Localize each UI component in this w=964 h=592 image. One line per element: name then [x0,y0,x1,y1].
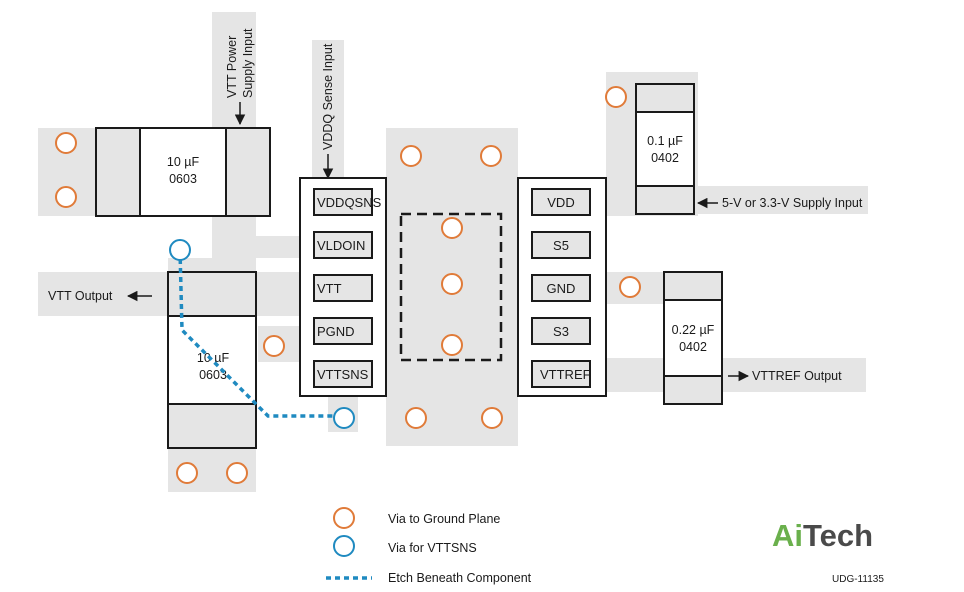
ic-pin-pad [531,317,591,345]
capacitor-c4-value: 0.22 µF [672,323,715,337]
legend-ground-via-icon [333,507,355,529]
figure-code: UDG-11135 [832,574,884,585]
ground-via [480,145,502,167]
ic-pin-pad [531,231,591,259]
ic-pin-gnd: GND [531,274,591,302]
logo: AiTech [772,518,873,553]
vttsns-vias [169,239,355,429]
ic-pin-label: S5 [553,238,569,253]
ic-pin-label: VTTREF [540,367,591,382]
ic-pin-label: VDDQSNS [317,195,382,210]
ic-pin-pad [531,360,591,388]
capacitor-c3-value: 0.1 µF [647,134,683,148]
ic-pin-vttref: VTTREF [531,360,591,388]
ic-pin-label: VDD [547,195,574,210]
ground-via [441,334,463,356]
copper-pour-vldoin [212,236,312,258]
capacitor-c1-pad-right [225,127,271,217]
capacitor-c1-pad-left [95,127,141,217]
logo-text-part2: Tech [803,518,873,553]
vttsns-via-bottom [333,407,355,429]
vttsns-etch-trace [178,249,344,418]
ic-pin-label: VTT [317,281,342,296]
ic-pin-s5: S5 [531,231,591,259]
capacitor-c1-value: 10 µF [167,155,200,169]
capacitor-c2-size: 0603 [199,368,227,382]
supply-input-label: 5-V or 3.3-V Supply Input [722,196,863,210]
vttref-output-label: VTTREF Output [752,369,842,383]
ground-via [263,335,285,357]
ic-pin-label: GND [547,281,576,296]
copper-pour-vttref [590,358,866,392]
capacitor-c4: 0.22 µF 0402 [663,271,723,405]
capacitor-c3-size: 0402 [651,151,679,165]
ground-via [55,132,77,154]
ic-pin-vdd: VDD [531,188,591,216]
logo-text: AiTech [772,518,873,553]
ic-pin-label: PGND [317,324,355,339]
ic-thermal-pad [399,212,503,362]
ic-pin-label: VTTSNS [317,367,369,382]
ground-via [481,407,503,429]
copper-pours [38,12,868,492]
ic-pin-pad [531,274,591,302]
ic-pin-pad [313,317,373,345]
ground-via [405,407,427,429]
capacitor-c2-pad-bottom [167,403,257,449]
capacitor-c4-size: 0402 [679,340,707,354]
ground-via [226,462,248,484]
capacitor-c4-pad-bottom [663,375,723,405]
ground-via [400,145,422,167]
ic-pin-pad [313,360,373,388]
capacitor-c2: 10 µF 0603 [167,271,257,449]
ic-pin-label: S3 [553,324,569,339]
vtt-output-label: VTT Output [48,289,113,303]
capacitor-c1: 10 µF 0603 [95,127,271,217]
capacitor-c1-size: 0603 [169,172,197,186]
logo-text-part1: Ai [772,518,803,553]
capacitor-c3-pad-bottom [635,185,695,215]
ic-pin-pad [531,188,591,216]
vtt-power-label-line2: Supply Input [241,28,255,98]
legend-vttsns-via-label: Via for VTTSNS [388,541,477,555]
legend: Via to Ground Plane Via for VTTSNS Etch … [326,507,532,585]
ic-pin-vldoin: VLDOIN [313,231,373,259]
ic-pin-vddqsns: VDDQSNS [313,188,382,216]
ground-via [441,273,463,295]
ic-pin-pad [313,231,373,259]
vttsns-via-top [169,239,191,261]
capacitor-c3-pad-top [635,83,695,113]
ic-pin-vttsns: VTTSNS [313,360,373,388]
ground-via [605,86,627,108]
ground-vias [55,86,641,484]
legend-ground-via-label: Via to Ground Plane [388,512,500,526]
ic-pin-pad [313,188,373,216]
capacitor-c3: 0.1 µF 0402 [635,83,695,215]
ic-pin-s3: S3 [531,317,591,345]
ic-pin-label: VLDOIN [317,238,365,253]
ic-left-pins: VDDQSNS VLDOIN VTT PGND VTTSNS [313,188,382,388]
ic-pin-vtt: VTT [313,274,373,302]
ground-via [176,462,198,484]
ground-via [441,217,463,239]
annotations: VTT Power Supply Input VDDQ Sense Input … [48,28,863,383]
vddq-sense-label: VDDQ Sense Input [321,43,335,150]
legend-etch-label: Etch Beneath Component [388,571,532,585]
copper-pour-vtt-input-trace [212,12,256,128]
ground-via [619,276,641,298]
capacitor-c4-pad-top [663,271,723,301]
ground-via [55,186,77,208]
vtt-power-label-line1: VTT Power [225,36,239,98]
ic-pin-pad [313,274,373,302]
ic-pin-pgnd: PGND [313,317,373,345]
legend-vttsns-via-icon [333,535,355,557]
capacitor-c2-value: 10 µF [197,351,230,365]
